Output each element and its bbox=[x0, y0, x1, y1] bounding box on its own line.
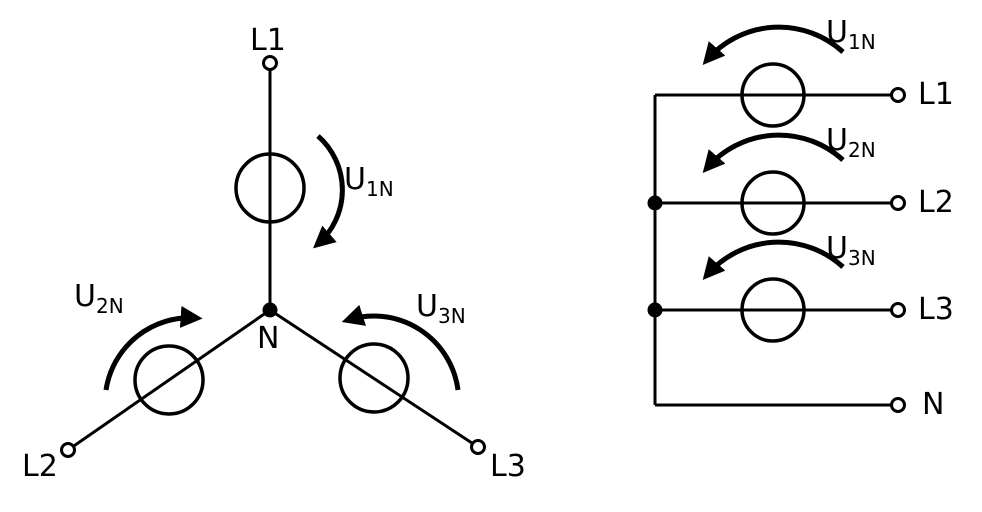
direction-arrow-u3n bbox=[341, 304, 461, 391]
terminal-label-l2-right: L2 bbox=[918, 185, 954, 220]
terminal-label-l1-right: L1 bbox=[918, 77, 954, 112]
voltage-source-symbol-u3n bbox=[338, 342, 410, 414]
terminal-circle-l1 bbox=[262, 55, 278, 71]
neutral-label-right: N bbox=[922, 387, 945, 422]
terminal-label-l3-left: L3 bbox=[490, 449, 526, 484]
voltage-label-u1n-right: U1N bbox=[826, 15, 876, 54]
voltage-label-u1n-left: U1N bbox=[344, 162, 394, 201]
conductor-line-l3 bbox=[269, 308, 479, 449]
direction-arrow-u2n bbox=[702, 132, 845, 173]
junction-dot-l3 bbox=[647, 302, 663, 318]
voltage-label-u3n-left: U3N bbox=[416, 289, 466, 328]
terminal-circle-l3 bbox=[470, 439, 486, 455]
parallel-sources-diagram bbox=[647, 24, 906, 413]
voltage-label-u2n-left: U2N bbox=[74, 279, 124, 318]
terminal-circle-l2 bbox=[60, 442, 76, 458]
direction-arrow-u1n bbox=[313, 134, 345, 249]
voltage-source-symbol-u1n bbox=[234, 152, 306, 224]
neutral-label-left: N bbox=[257, 321, 280, 356]
junction-dot-l2 bbox=[647, 195, 663, 211]
terminal-circle-l2 bbox=[890, 195, 906, 211]
voltage-source-symbol-u3n bbox=[740, 277, 806, 343]
voltage-label-u3n-right: U3N bbox=[826, 231, 876, 270]
terminal-circle-n bbox=[890, 397, 906, 413]
terminal-circle-l1 bbox=[890, 87, 906, 103]
voltage-source-symbol-u1n bbox=[740, 62, 806, 128]
terminal-label-l3-right: L3 bbox=[918, 292, 954, 327]
direction-arrow-u3n bbox=[702, 239, 845, 280]
terminal-label-l1-left: L1 bbox=[250, 23, 286, 58]
conductor-line-l2 bbox=[67, 308, 271, 452]
terminal-label-l2-left: L2 bbox=[22, 449, 58, 484]
star-connection-diagram bbox=[60, 55, 486, 458]
voltage-source-symbol-u2n bbox=[133, 344, 205, 416]
terminal-circle-l3 bbox=[890, 302, 906, 318]
neutral-node-dot bbox=[262, 302, 278, 318]
direction-arrow-u2n bbox=[103, 305, 203, 391]
direction-arrow-u1n bbox=[702, 24, 845, 65]
voltage-label-u2n-right: U2N bbox=[826, 123, 876, 162]
voltage-source-symbol-u2n bbox=[740, 170, 806, 236]
